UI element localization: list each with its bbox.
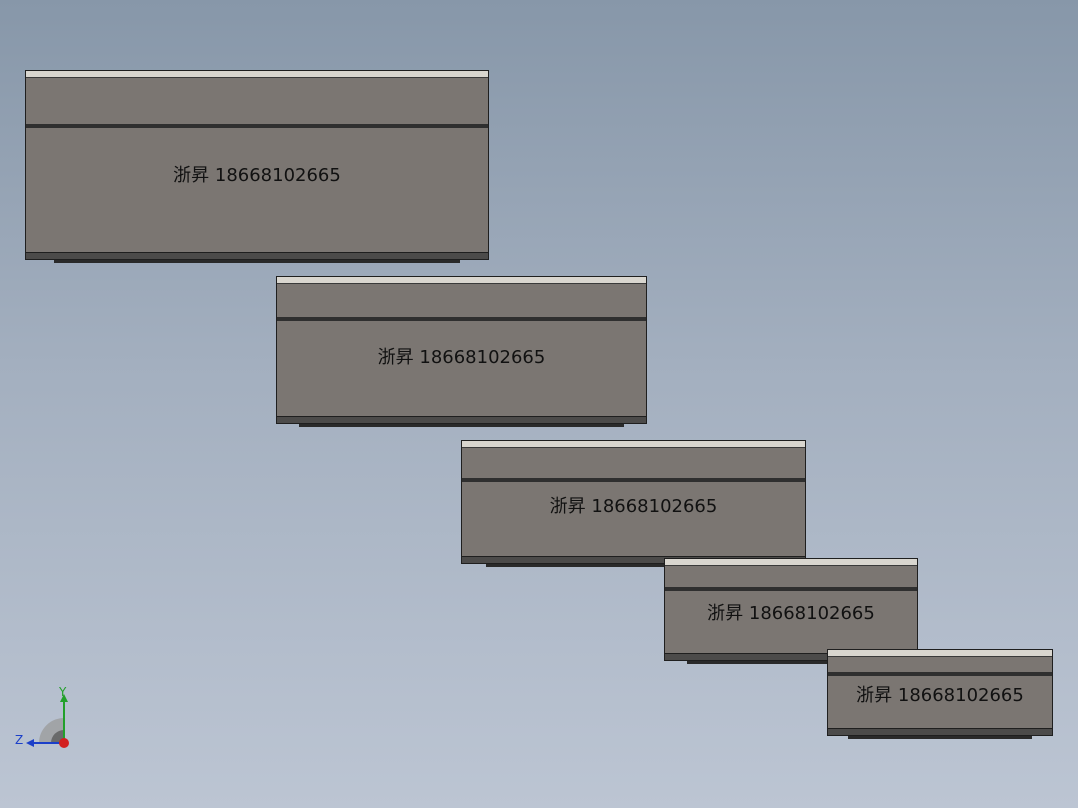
box-base <box>828 728 1052 735</box>
box-feet <box>486 564 781 567</box>
box-base <box>277 416 646 423</box>
box-lid-seam <box>277 317 646 321</box>
y-axis-arrow <box>60 694 68 702</box>
box-model-2[interactable]: 浙昇 18668102665 <box>276 276 647 427</box>
box-model-4[interactable]: 浙昇 18668102665 <box>664 558 918 664</box>
box-model-3[interactable]: 浙昇 18668102665 <box>461 440 806 567</box>
box-model-1[interactable]: 浙昇 18668102665 <box>25 70 489 263</box>
box-lid-rim <box>277 277 646 284</box>
box-lid-rim <box>665 559 917 566</box>
box-lid-seam <box>665 587 917 591</box>
view-orientation-triad-icon[interactable]: Y Z <box>10 686 80 756</box>
box-feet <box>54 260 460 263</box>
box-lid-seam <box>462 478 805 482</box>
box-model-5[interactable]: 浙昇 18668102665 <box>827 649 1053 739</box>
box-lid-seam <box>26 124 488 128</box>
box-engraved-text: 浙昇 18668102665 <box>707 603 875 624</box>
x-axis-dot <box>59 738 69 748</box>
box-lid-seam <box>828 672 1052 676</box>
z-axis-letter: Z <box>15 733 23 747</box>
y-axis-letter: Y <box>58 686 67 699</box>
box-engraved-text: 浙昇 18668102665 <box>173 165 341 186</box>
box-feet <box>299 424 624 427</box>
box-engraved-text: 浙昇 18668102665 <box>377 347 546 368</box>
box-base <box>462 556 805 563</box>
box-base <box>26 252 488 259</box>
box-lid-rim <box>462 441 805 448</box>
box-lid-rim <box>26 71 488 78</box>
box-engraved-text: 浙昇 18668102665 <box>856 685 1024 706</box>
box-engraved-text: 浙昇 18668102665 <box>549 496 718 517</box>
box-feet <box>687 661 895 664</box>
box-base <box>665 653 917 660</box>
box-lid-rim <box>828 650 1052 657</box>
z-axis-arrow <box>26 739 34 747</box>
box-feet <box>848 736 1032 739</box>
